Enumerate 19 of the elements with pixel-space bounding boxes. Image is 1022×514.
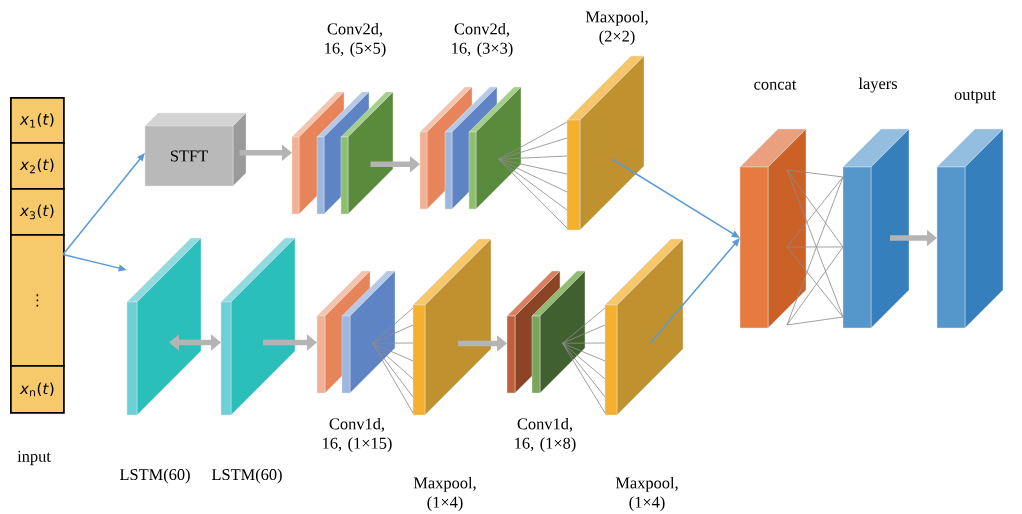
layer-label: output	[954, 90, 996, 104]
layer-label: LSTM(60)	[211, 468, 282, 484]
input-cell: x$_{3}$(t)	[10, 188, 65, 236]
connection-lines	[498, 121, 568, 229]
layer-label: Conv2d, 16, (5×5)	[325, 22, 386, 58]
layer-label: LSTM(60)	[119, 468, 190, 484]
layer-label: Maxpool, (2×2)	[585, 10, 648, 46]
layer-label: Conv2d, 16, (3×3)	[452, 22, 513, 58]
layer-label: input	[17, 450, 51, 466]
layer-label: concat	[754, 80, 797, 90]
layer-label: Maxpool, (1×4)	[615, 476, 678, 512]
layer-label: Conv1d, 16, (1×15)	[323, 417, 392, 453]
input-cell: x$_{2}$(t)	[10, 142, 65, 190]
connection-lines	[372, 307, 414, 414]
layer-label: Maxpool, (1×4)	[413, 476, 476, 512]
layer-label: layers	[858, 77, 897, 93]
input-cell: x$_{1}$(t)	[10, 97, 65, 144]
layer-label: Conv1d, 16, (1×8)	[515, 417, 576, 453]
input-cell: x$_{n}$(t)	[10, 365, 65, 414]
